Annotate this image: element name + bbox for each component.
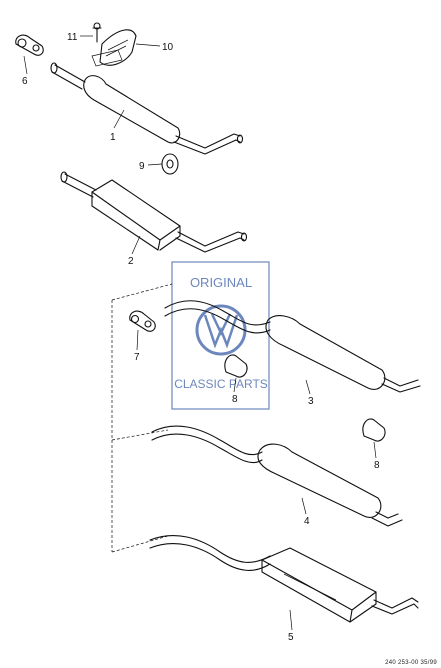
callout-9: 9 bbox=[139, 161, 145, 172]
watermark-line2: CLASSIC PARTS bbox=[174, 377, 268, 391]
callout-11: 11 bbox=[67, 32, 78, 43]
vw-logo-icon bbox=[195, 304, 247, 356]
part-11-bolt bbox=[92, 22, 102, 43]
callout-7: 7 bbox=[134, 352, 140, 363]
part-8-hanger-a bbox=[224, 354, 248, 378]
part-2-front-muffler bbox=[60, 171, 248, 253]
callout-1: 1 bbox=[110, 132, 116, 143]
part-3-rear-muffler bbox=[164, 300, 421, 393]
part-4-rear-muffler bbox=[151, 425, 403, 527]
callout-4: 4 bbox=[304, 516, 310, 527]
watermark-line1: ORIGINAL bbox=[190, 275, 252, 290]
group-bracket bbox=[111, 283, 173, 553]
callout-5: 5 bbox=[288, 632, 294, 643]
callout-2: 2 bbox=[128, 256, 134, 267]
callout-6: 6 bbox=[22, 76, 28, 87]
part-6-clamp bbox=[15, 34, 44, 56]
part-8-hanger-b bbox=[362, 418, 386, 442]
leader-lines bbox=[23, 35, 377, 631]
callout-8b: 8 bbox=[374, 460, 380, 471]
part-5-rear-muffler bbox=[149, 535, 419, 623]
part-7-clamp bbox=[129, 310, 156, 332]
part-10-heat-shield bbox=[91, 29, 137, 67]
callout-8a: 8 bbox=[232, 394, 238, 405]
part-9-rubber-mount bbox=[161, 153, 179, 175]
watermark: ORIGINAL CLASSIC PARTS bbox=[171, 261, 270, 410]
callout-3: 3 bbox=[308, 396, 314, 407]
callout-10: 10 bbox=[162, 42, 174, 53]
callout-labels: 1 2 3 4 5 6 7 8 8 9 10 11 bbox=[22, 32, 380, 643]
drawing-reference: 240 253-00 35/99 bbox=[385, 660, 437, 666]
part-1-front-muffler bbox=[50, 62, 244, 155]
